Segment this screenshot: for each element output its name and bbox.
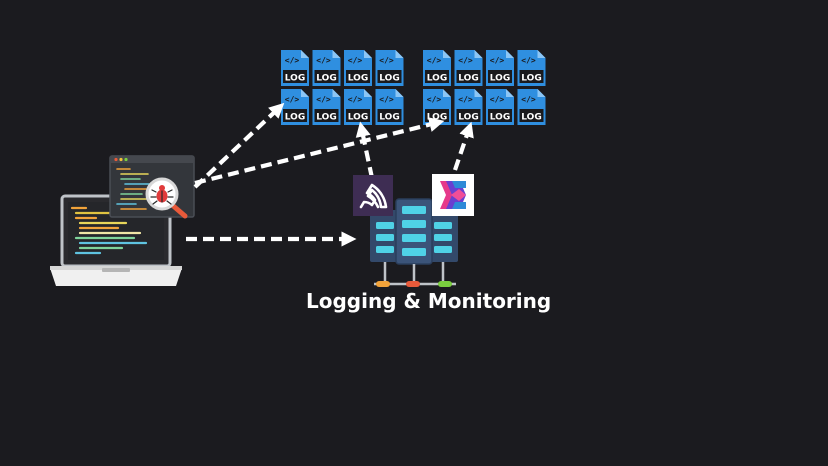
log-file-icon: </> LOG bbox=[486, 50, 514, 86]
log-code-glyph: </> bbox=[379, 56, 394, 65]
log-file-icon: </> LOG bbox=[375, 50, 404, 86]
log-label: LOG bbox=[458, 74, 478, 84]
log-file-icon: </> LOG bbox=[344, 50, 372, 86]
log-file-icon: </> LOG bbox=[312, 50, 341, 86]
diagram-caption: Logging & Monitoring bbox=[306, 289, 552, 313]
log-label: LOG bbox=[427, 113, 447, 123]
log-code-glyph: </> bbox=[427, 56, 442, 65]
log-label: LOG bbox=[490, 113, 510, 123]
arrow-monitor-to-left-logs bbox=[193, 102, 285, 189]
bug-magnifier-icon bbox=[145, 177, 188, 219]
log-file-icon: </> LOG bbox=[454, 89, 483, 125]
sentry-logo-icon bbox=[353, 175, 393, 216]
log-file-icon: </> LOG bbox=[423, 89, 451, 125]
arrow-kibana-to-logs bbox=[453, 121, 474, 171]
log-label: LOG bbox=[427, 74, 447, 84]
log-code-glyph: </> bbox=[316, 56, 331, 65]
log-label: LOG bbox=[521, 113, 541, 123]
data-flow-arrows bbox=[186, 102, 474, 247]
log-file-icon: </> LOG bbox=[423, 50, 451, 86]
log-file-grid-left: </> LOG </> LOG </> LOG </> LOG </> LOG </> LOG </> L… bbox=[281, 50, 404, 125]
log-label: LOG bbox=[285, 113, 305, 123]
log-code-glyph: </> bbox=[348, 56, 363, 65]
log-label: LOG bbox=[458, 113, 478, 123]
log-code-glyph: </> bbox=[521, 56, 536, 65]
log-label: LOG bbox=[348, 74, 368, 84]
log-label: LOG bbox=[379, 113, 399, 123]
log-file-icon: </> LOG bbox=[281, 50, 309, 86]
log-code-glyph: </> bbox=[458, 95, 473, 104]
log-file-icon: </> LOG bbox=[312, 89, 341, 125]
log-label: LOG bbox=[379, 74, 399, 84]
log-code-glyph: </> bbox=[490, 56, 505, 65]
log-file-icon: </> LOG bbox=[454, 50, 483, 86]
log-label: LOG bbox=[348, 113, 368, 123]
arrow-monitor-to-right-logs bbox=[194, 117, 445, 186]
kibana-logo-icon bbox=[432, 174, 474, 216]
log-label: LOG bbox=[316, 113, 336, 123]
log-file-grid-right: </> LOG </> LOG </> LOG </> LOG </> LOG </> LOG </> L… bbox=[423, 50, 546, 125]
log-code-glyph: </> bbox=[458, 56, 473, 65]
log-file-icon: </> LOG bbox=[517, 89, 546, 125]
log-file-icon: </> LOG bbox=[375, 89, 404, 125]
log-label: LOG bbox=[285, 74, 305, 84]
log-code-glyph: </> bbox=[348, 95, 363, 104]
log-code-glyph: </> bbox=[427, 95, 442, 104]
log-label: LOG bbox=[521, 74, 541, 84]
log-file-icon: </> LOG bbox=[344, 89, 372, 125]
log-label: LOG bbox=[316, 74, 336, 84]
server-rack-icon bbox=[370, 198, 458, 287]
log-code-glyph: </> bbox=[379, 95, 394, 104]
log-file-icon: </> LOG bbox=[517, 50, 546, 86]
log-code-glyph: </> bbox=[490, 95, 505, 104]
log-code-glyph: </> bbox=[285, 95, 300, 104]
log-code-glyph: </> bbox=[285, 56, 300, 65]
log-code-glyph: </> bbox=[521, 95, 536, 104]
log-file-icon: </> LOG bbox=[486, 89, 514, 125]
log-file-icon: </> LOG bbox=[281, 89, 309, 125]
arrow-sentry-to-logs bbox=[355, 121, 375, 179]
log-label: LOG bbox=[490, 74, 510, 84]
log-code-glyph: </> bbox=[316, 95, 331, 104]
